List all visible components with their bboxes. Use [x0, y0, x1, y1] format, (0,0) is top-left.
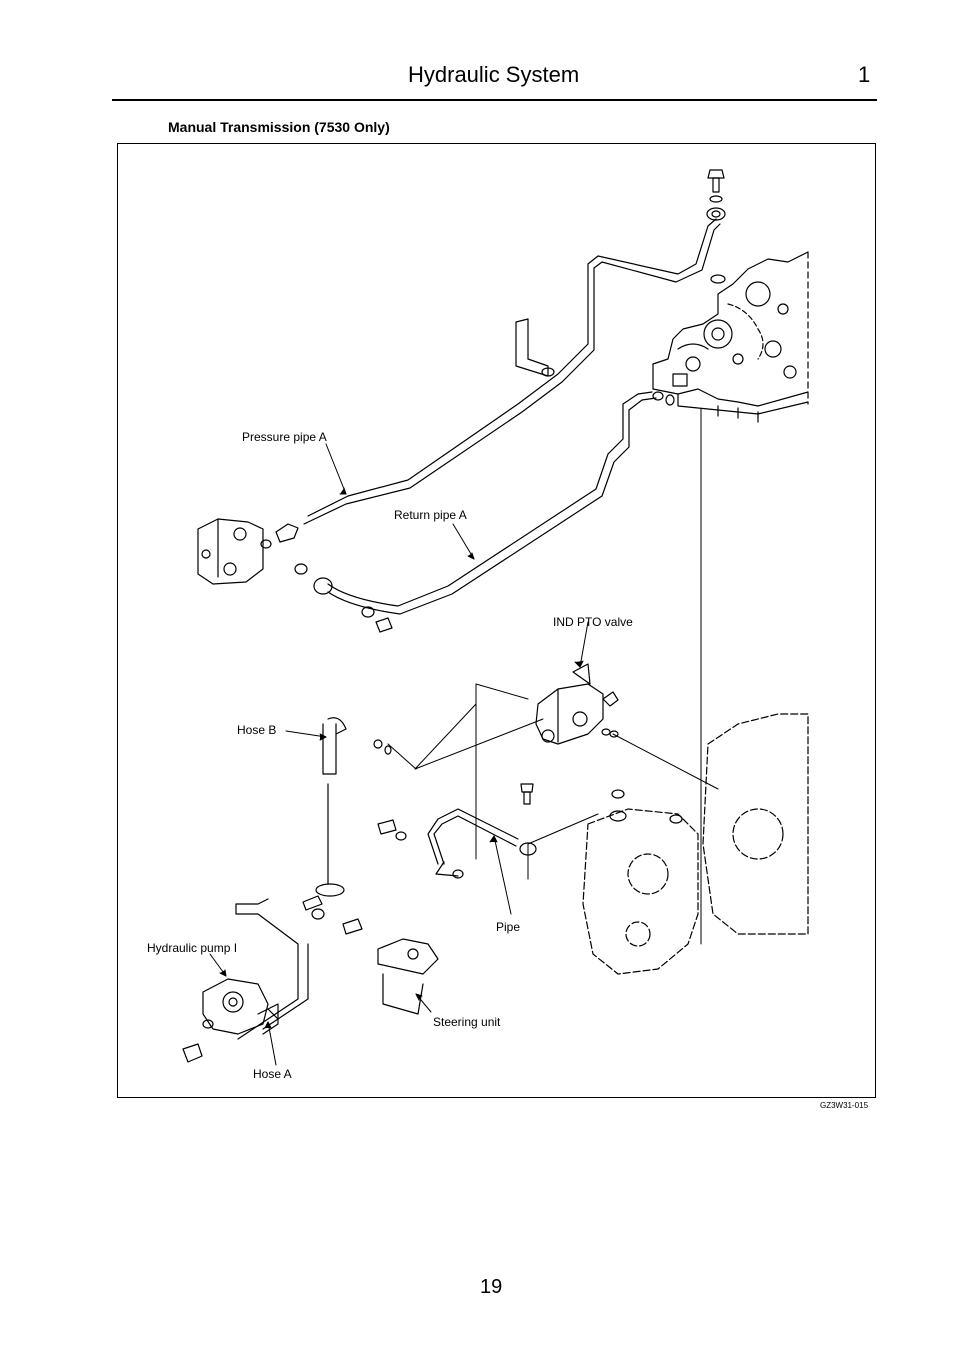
- banjo-fitting-top: [706, 169, 726, 284]
- return-pipe-a: [327, 391, 653, 607]
- steering-unit-drawing: [302, 895, 439, 1015]
- hose-b-drawing: [315, 717, 392, 897]
- page-number: 19: [480, 1276, 503, 1298]
- label-steering-unit: Steering unit: [433, 1015, 501, 1029]
- left-valve-block: [197, 518, 393, 633]
- header-rule: [112, 99, 877, 101]
- chapter-number: 1: [858, 62, 871, 87]
- header-title: Hydraulic System: [408, 62, 580, 87]
- label-hose-a: Hose A: [253, 1067, 292, 1081]
- hydraulic-diagram-figure: Pressure pipe A Return pipe A IND PTO va…: [117, 143, 876, 1098]
- ind-pto-valve-drawing: [535, 663, 619, 745]
- rear-housing-drawing: [652, 251, 809, 423]
- pressure-pipe-a: [307, 218, 717, 517]
- label-hydraulic-pump: Hydraulic pump I: [147, 941, 238, 955]
- label-pressure-pipe-a: Pressure pipe A: [242, 430, 327, 444]
- label-ind-pto-valve: IND PTO valve: [553, 615, 633, 629]
- pipe-drawing: [377, 783, 537, 879]
- front-housing-drawing: [582, 713, 809, 975]
- hydraulic-pump-drawing: [182, 978, 279, 1063]
- label-hose-b: Hose B: [237, 723, 277, 737]
- hose-a-drawing: [235, 898, 299, 1040]
- hydraulic-diagram-drawing: [182, 169, 809, 1066]
- label-return-pipe-a: Return pipe A: [394, 508, 467, 522]
- leader-lines: [209, 443, 589, 1066]
- label-pipe: Pipe: [496, 920, 521, 934]
- figure-code: GZ3W31-015: [820, 1101, 869, 1110]
- section-title: Manual Transmission (7530 Only): [168, 119, 390, 135]
